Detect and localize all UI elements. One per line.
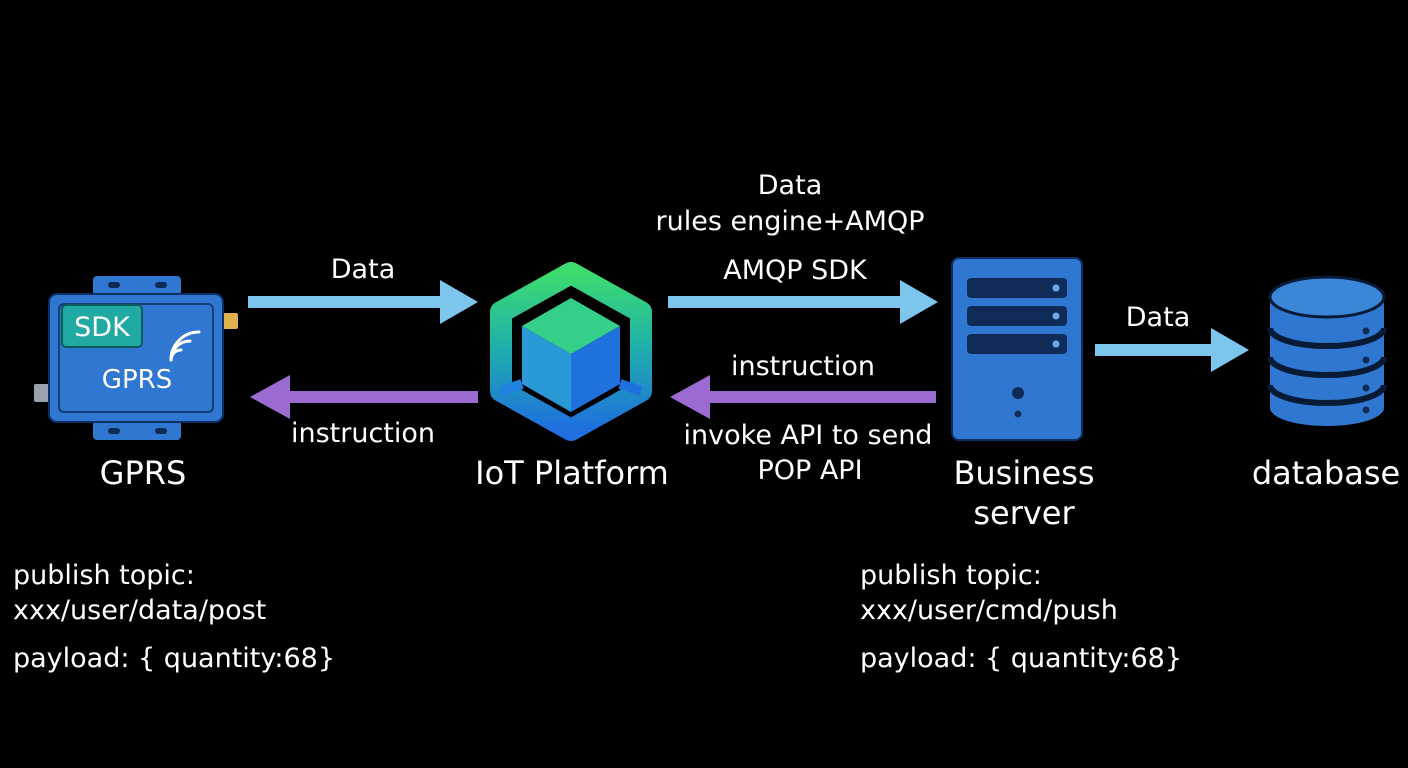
device-info-payload: payload: { quantity:68}	[13, 643, 336, 674]
node-label-business: Business	[953, 454, 1095, 492]
node-label-database: database	[1251, 454, 1401, 492]
arrow-server-to-database	[1095, 328, 1249, 372]
iot-platform-hexagon-cube-icon	[490, 262, 652, 441]
server-info-payload: payload: { quantity:68}	[860, 643, 1183, 674]
server-tower-icon	[951, 257, 1083, 441]
node-label-iot-platform: IoT Platform	[475, 454, 669, 492]
device-info-topic-label: publish topic:	[13, 560, 195, 591]
node-label-gprs: GPRS	[99, 454, 187, 492]
wireless-signal-icon	[169, 330, 201, 362]
server-info-topic-label: publish topic:	[860, 560, 1042, 591]
edge-label-amqp-sdk: AMQP SDK	[723, 255, 867, 286]
edge-label-database-data: Data	[1125, 302, 1191, 333]
gprs-module-label: GPRS	[102, 365, 172, 395]
edge-label-server-instruction: instruction	[730, 351, 876, 382]
edge-label-gprs-instruction: instruction	[290, 418, 436, 449]
edge-label-server-data: Data	[757, 170, 823, 201]
arrow-gprs-to-platform	[248, 280, 478, 324]
edge-label-rules-engine: rules engine+AMQP	[655, 206, 925, 237]
arrow-server-to-platform	[670, 375, 936, 419]
node-label-server: server	[973, 494, 1075, 532]
database-cylinder-icon	[1267, 275, 1387, 426]
gprs-module-icon: SDK GPRS	[34, 276, 238, 440]
arrow-platform-to-gprs	[250, 375, 478, 419]
edge-label-gprs-data: Data	[330, 254, 396, 285]
device-info-topic-value: xxx/user/data/post	[13, 595, 267, 626]
server-info-topic-value: xxx/user/cmd/push	[860, 595, 1118, 626]
sdk-chip-label: SDK	[74, 312, 131, 343]
arrow-platform-to-server	[668, 280, 938, 324]
edge-label-invoke-api: invoke API to send	[683, 420, 933, 451]
edge-label-pop-api: POP API	[757, 455, 863, 486]
